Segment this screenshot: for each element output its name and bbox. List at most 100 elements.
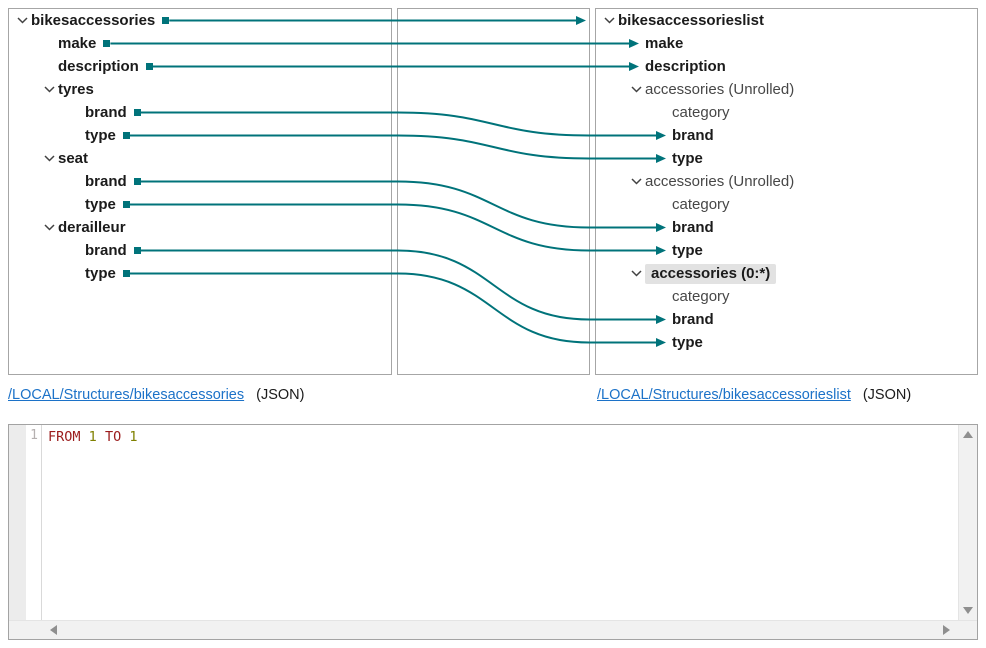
chevron-down-icon[interactable] [627,262,645,285]
scroll-left-icon[interactable] [50,625,57,635]
tree-item-accessories-0[interactable]: accessories (0:*) [596,262,977,285]
scroll-down-icon[interactable] [963,607,973,614]
indent-spacer [654,101,672,124]
tree-item-brand[interactable]: brand [9,101,391,124]
connector-port[interactable] [122,270,130,277]
tree-item-label: brand [672,219,714,236]
chevron-down-icon[interactable] [600,9,618,32]
tree-item-description[interactable]: description [9,55,391,78]
tree-item-type[interactable]: type [9,193,391,216]
indent-spacer [654,193,672,216]
tree-item-label: accessories (0:*) [645,263,777,284]
target-format-label: (JSON) [862,387,912,403]
indent-spacer [654,124,672,147]
tree-item-label: make [58,35,97,52]
indent-spacer [67,239,85,262]
connector-port[interactable] [122,201,130,208]
tree-item-brand[interactable]: brand [9,239,391,262]
connector-port[interactable] [122,132,130,139]
source-structure-link[interactable]: /LOCAL/Structures/bikesaccessories [8,387,245,403]
indent-spacer [654,285,672,308]
mapping-area: bikesaccessories make description tyres bran… [8,8,978,375]
tree-item-label: tyres [58,81,94,98]
horizontal-scrollbar[interactable] [9,620,977,639]
code-token-keyword: FROM [48,429,81,445]
tree-item-label: derailleur [58,219,126,236]
tree-item-accessories-unrolled[interactable]: accessories (Unrolled) [596,170,977,193]
code-token-number: 1 [129,429,138,445]
connector-port[interactable] [162,17,170,24]
tree-item-seat[interactable]: seat [9,147,391,170]
tree-item-type[interactable]: type [596,239,977,262]
tree-item-category[interactable]: category [596,193,977,216]
tree-item-type[interactable]: type [596,331,977,354]
tree-item-label: category [672,196,730,213]
tree-item-label: brand [85,242,127,259]
indent-spacer [40,55,58,78]
tree-item-label: type [85,265,116,282]
chevron-down-icon[interactable] [627,170,645,193]
tree-item-label: seat [58,150,89,167]
tree-item-brand[interactable]: brand [596,216,977,239]
tree-item-make[interactable]: make [9,32,391,55]
tree-item-derailleur[interactable]: derailleur [9,216,391,239]
code-token-keyword: TO [104,429,122,445]
scroll-up-icon[interactable] [963,431,973,438]
tree-item-type[interactable]: type [596,147,977,170]
indent-spacer [40,32,58,55]
tree-item-make[interactable]: make [596,32,977,55]
tree-item-type[interactable]: type [9,262,391,285]
tree-item-type[interactable]: type [9,124,391,147]
tree-item-category[interactable]: category [596,285,977,308]
connector-port[interactable] [133,178,141,185]
editor-gutter [9,425,26,620]
indent-spacer [654,216,672,239]
source-tree-panel: bikesaccessories make description tyres bran… [8,8,392,375]
tree-item-brand[interactable]: brand [9,170,391,193]
indent-spacer [67,101,85,124]
tree-item-label: brand [85,173,127,190]
tree-item-bikesaccessories[interactable]: bikesaccessories [9,9,391,32]
tree-item-category[interactable]: category [596,101,977,124]
tree-item-bikesaccessorieslist[interactable]: bikesaccessorieslist [596,9,977,32]
code-editor[interactable]: 1 FROM 1 TO 1 [8,424,978,640]
tree-item-label: brand [672,127,714,144]
scroll-right-icon[interactable] [943,625,950,635]
indent-spacer [654,239,672,262]
indent-spacer [67,193,85,216]
indent-spacer [67,124,85,147]
connector-panel [397,8,590,375]
chevron-down-icon[interactable] [13,9,31,32]
connector-port[interactable] [103,40,111,47]
indent-spacer [627,32,645,55]
vertical-scrollbar[interactable] [958,425,977,620]
code-token-plain [97,429,105,445]
indent-spacer [67,170,85,193]
target-structure-link[interactable]: /LOCAL/Structures/bikesaccessorieslist [597,387,851,403]
tree-item-description[interactable]: description [596,55,977,78]
connector-port[interactable] [133,109,141,116]
chevron-down-icon[interactable] [40,216,58,239]
indent-spacer [627,55,645,78]
tree-item-tyres[interactable]: tyres [9,78,391,101]
tree-item-label: category [672,288,730,305]
code-token-number: 1 [88,429,97,445]
chevron-down-icon[interactable] [40,78,58,101]
tree-item-brand[interactable]: brand [596,124,977,147]
tree-item-label: type [672,150,703,167]
tree-item-accessories-unrolled[interactable]: accessories (Unrolled) [596,78,977,101]
indent-spacer [654,147,672,170]
tree-item-brand[interactable]: brand [596,308,977,331]
tree-item-label: accessories (Unrolled) [645,173,795,190]
chevron-down-icon[interactable] [627,78,645,101]
structure-links-row: /LOCAL/Structures/bikesaccessories (JSON)… [0,384,986,408]
code-input[interactable]: FROM 1 TO 1 [43,425,958,620]
connector-port[interactable] [145,63,153,70]
code-token-plain [81,429,89,445]
chevron-down-icon[interactable] [40,147,58,170]
tree-item-label: brand [672,311,714,328]
tree-item-label: make [645,35,684,52]
indent-spacer [67,262,85,285]
tree-item-label: bikesaccessories [31,12,156,29]
connector-port[interactable] [133,247,141,254]
